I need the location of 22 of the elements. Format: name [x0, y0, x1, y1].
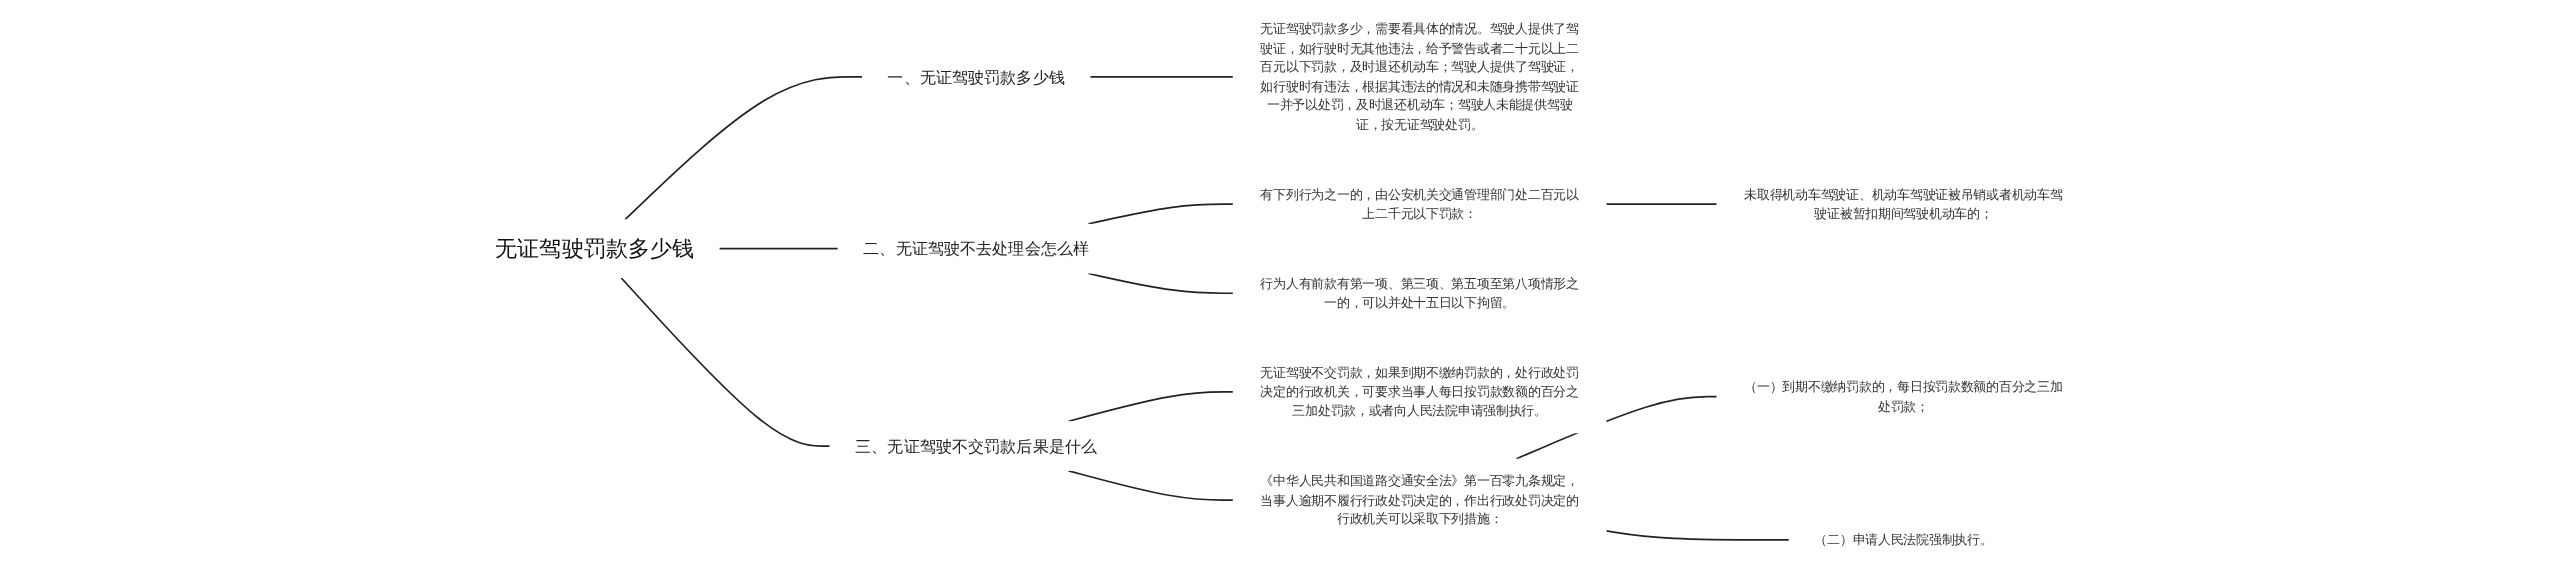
connector — [1067, 470, 1234, 501]
node-text: 一、无证驾驶罚款多少钱 — [887, 67, 1065, 86]
node-text: 无证驾驶罚款多少钱 — [495, 235, 694, 261]
connector — [718, 247, 839, 250]
node-text: 无证驾驶罚款多少，需要看具体的情况。驾驶人提供了驾驶证，如行驶时无其他违法，给予警告或者二十元以上二百元以下罚款，及时退还机动车；驾驶人提供了驾驶证，如行驶时有违法，根据其违法的情况和未随身携带驾驶证一并予以处罚，及时退还机动车；驾驶人未能提供驾驶证，按无证驾驶处罚。 — [1260, 21, 1579, 132]
connector — [1605, 530, 1790, 541]
node-text: 二、无证驾驶不去处理会怎么样 — [863, 239, 1090, 258]
connector — [620, 277, 831, 447]
node-text: 有下列行为之一的，由公安机关交通管理部门处二百元以上二千元以下罚款： — [1260, 186, 1579, 222]
connector — [1605, 203, 1718, 205]
connector — [1087, 272, 1234, 295]
node-text: 未取得机动车驾驶证、机动车驾驶证被吊销或者机动车驾驶证被暂扣期间驾驶机动车的； — [1744, 186, 2063, 222]
node-text: 无证驾驶不交罚款，如果到期不缴纳罚款的，处行政处罚决定的行政机关，可要求当事人每日按罚款数额的百分之三加处罚款，或者向人民法院申请强制执行。 — [1260, 364, 1579, 419]
node-text: （二）申请人民法院强制执行。 — [1814, 532, 1993, 548]
connector — [1089, 75, 1234, 78]
node-text: 行为人有前款有第一项、第三项、第五项至第八项情形之一的，可以并处十五日以下拘留。 — [1260, 275, 1579, 311]
connector — [1087, 203, 1234, 225]
connector — [1067, 391, 1234, 423]
connector — [624, 75, 863, 221]
node-text: （一）到期不缴纳罚款的，每日按罚款数额的百分之三加处罚款； — [1744, 379, 2063, 414]
node-text: 三、无证驾驶不交罚款后果是什么 — [855, 436, 1098, 456]
node-text: 《中华人民共和国道路交通安全法》第一百零九条规定，当事人逾期不履行行政处罚决定的，作出行政处罚决定的行政机关可以采取下列措施： — [1260, 473, 1579, 527]
